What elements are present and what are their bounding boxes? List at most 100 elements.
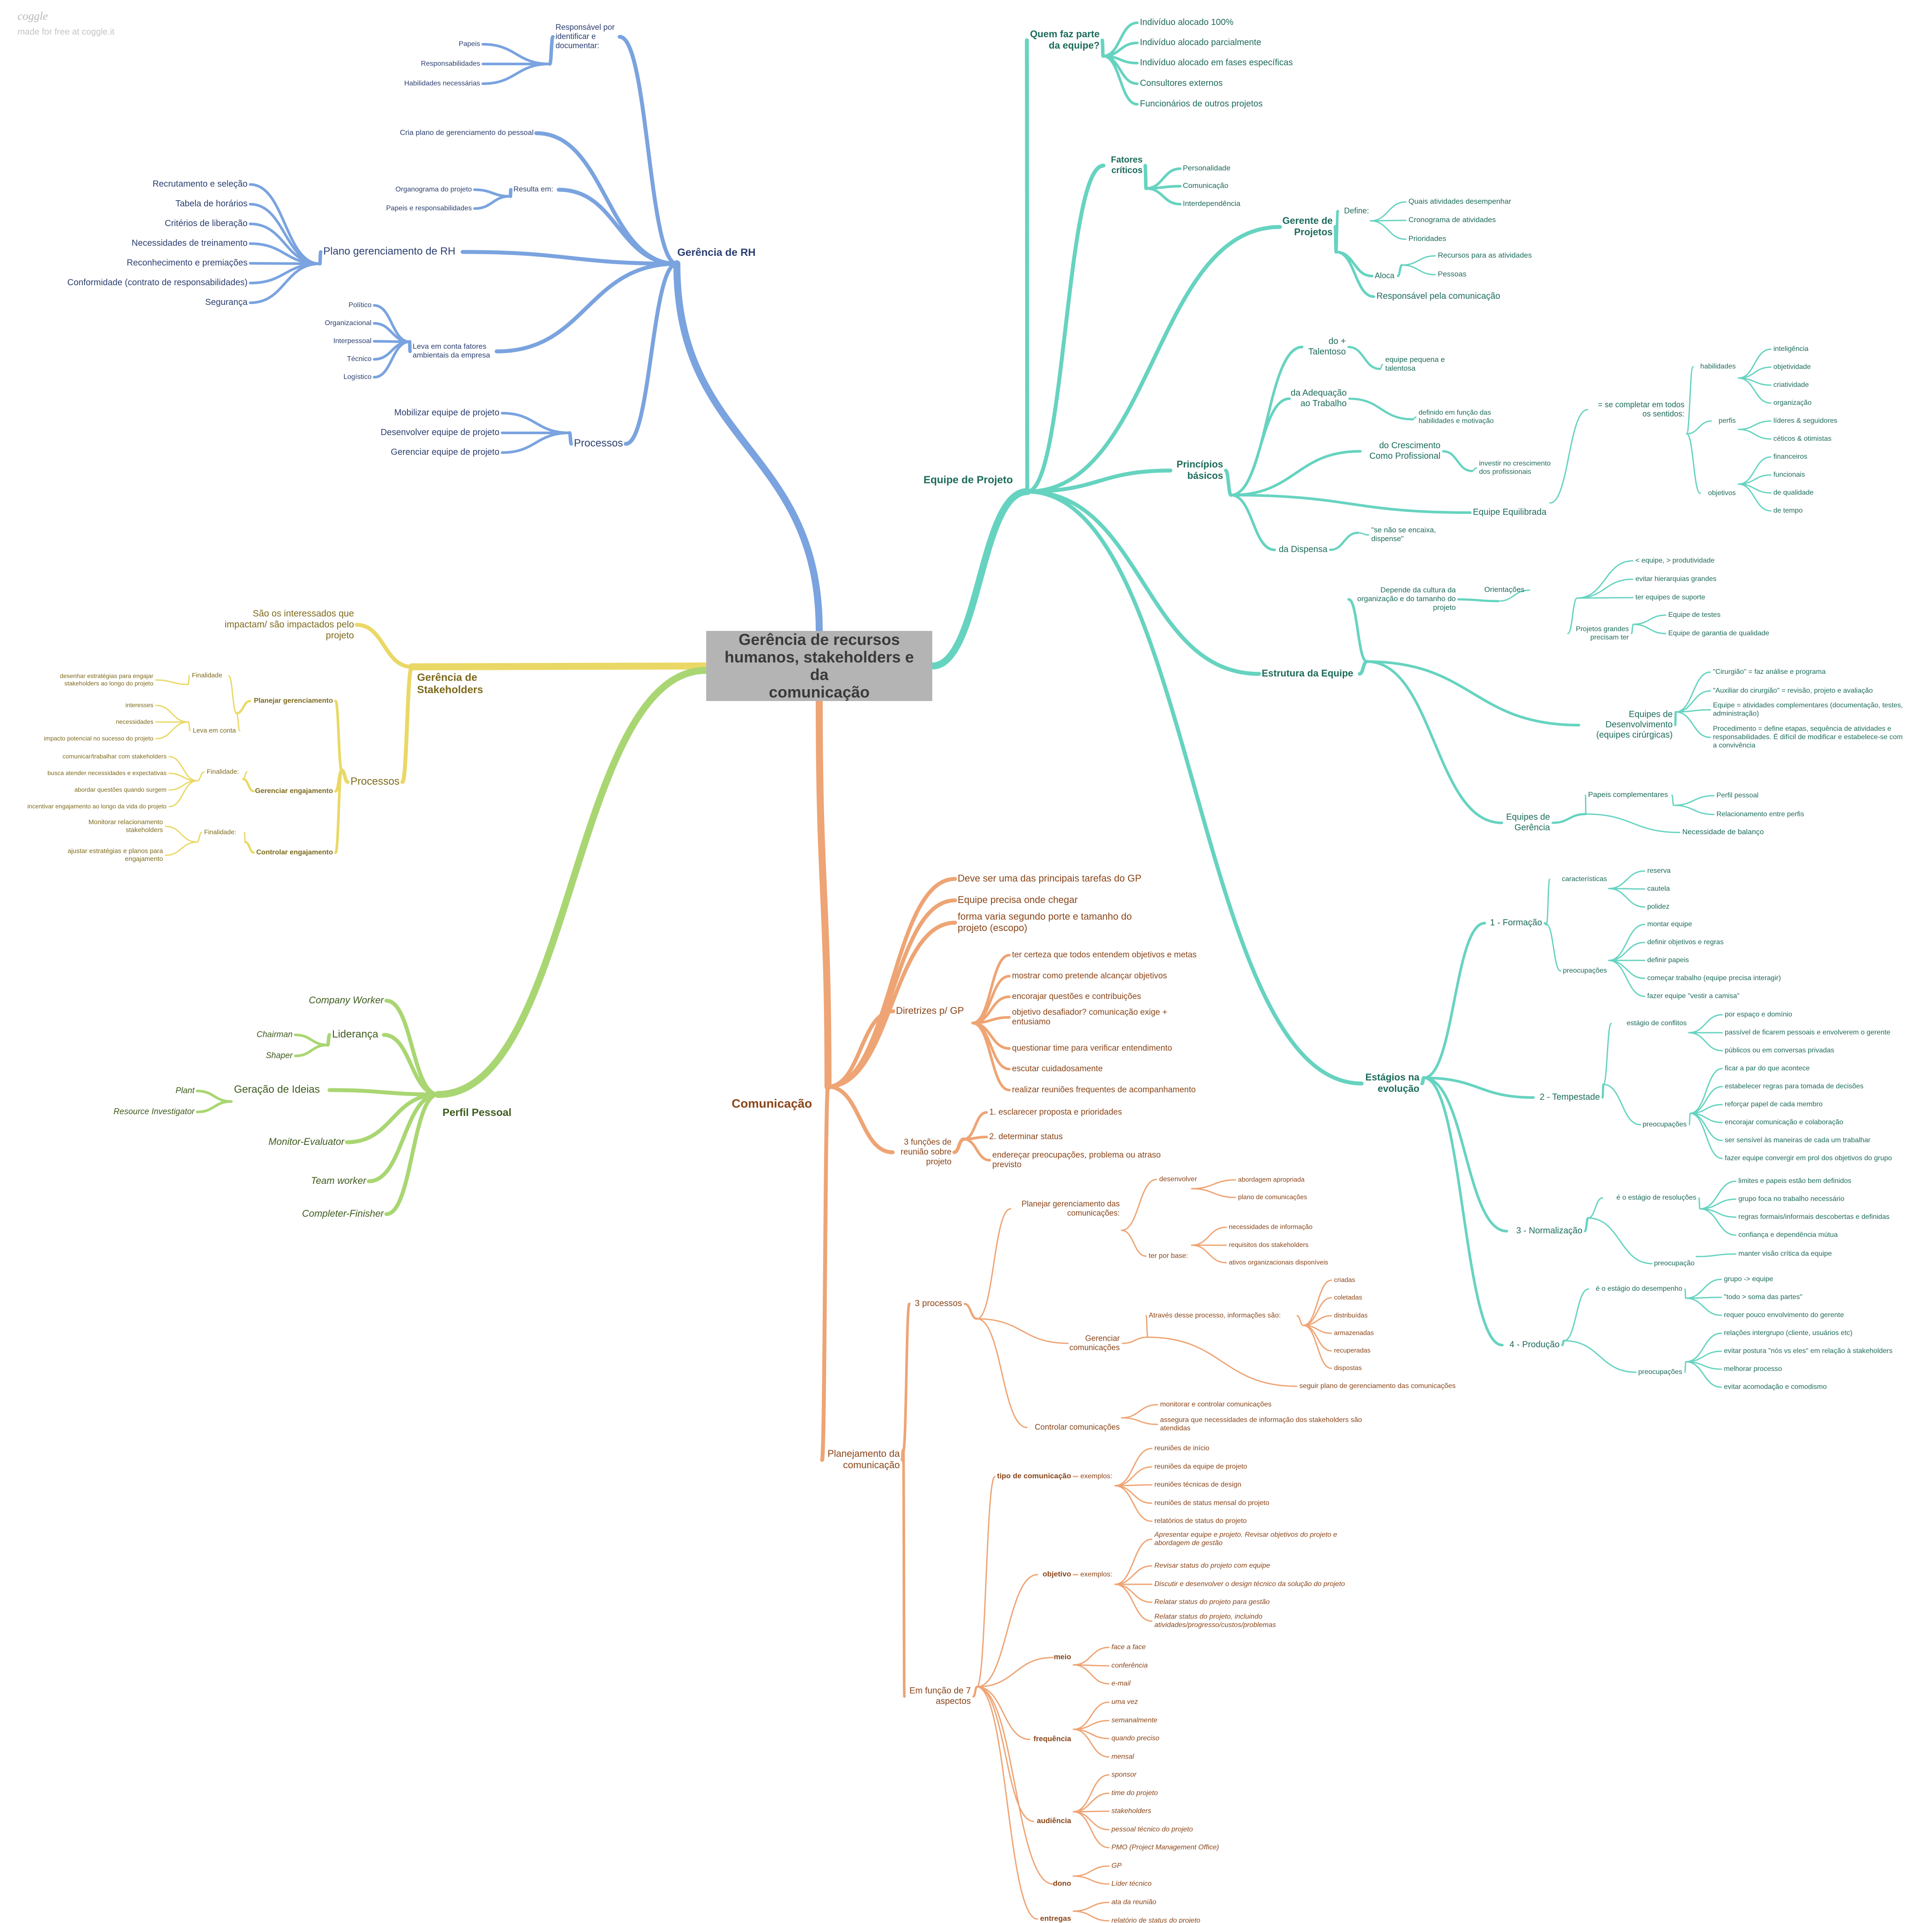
node-define[interactable]: Define: xyxy=(1344,206,1369,215)
node-processos[interactable]: Processos xyxy=(350,776,400,787)
node-requer-pouco-envolvimento-do-gerente[interactable]: requer pouco envolvimento do gerente xyxy=(1724,1311,1844,1319)
node-impacto-potencial-no-sucesso-do-projeto[interactable]: impacto potencial no sucesso do projeto xyxy=(44,735,153,742)
node-busca-atender-necessidades-e-expectativa[interactable]: busca atender necessidades e expectativa… xyxy=(47,769,166,776)
node-individuo-alocado-parcialmente[interactable]: Indivíduo alocado parcialmente xyxy=(1140,38,1261,47)
node-e-o-estagio-de-resolucoes[interactable]: é o estágio de resoluções xyxy=(1617,1194,1696,1201)
node-ata-da-reuniao[interactable]: ata da reunião xyxy=(1111,1898,1156,1906)
node-seguranca[interactable]: Segurança xyxy=(205,297,248,307)
node-audiencia[interactable]: audiência xyxy=(1037,1817,1072,1825)
node-mobilizar-equipe-de-projeto[interactable]: Mobilizar equipe de projeto xyxy=(394,408,499,418)
node-da-dispensa[interactable]: da Dispensa xyxy=(1279,545,1328,554)
node-resulta-em[interactable]: Resulta em: xyxy=(513,185,553,193)
node-responsavel-pela-comunicacao[interactable]: Responsável pela comunicação xyxy=(1376,291,1500,301)
node-lideranca[interactable]: Liderança xyxy=(332,1028,379,1040)
node-plant[interactable]: Plant xyxy=(176,1086,195,1095)
node-comunicacao[interactable]: Comunicação xyxy=(732,1097,812,1110)
node-leva-em-conta[interactable]: Leva em conta xyxy=(193,727,236,734)
node-time-do-projeto[interactable]: time do projeto xyxy=(1111,1789,1158,1797)
node-desenvolver[interactable]: desenvolver xyxy=(1159,1176,1197,1183)
node-plano-gerenciamento-de-rh[interactable]: Plano gerenciamento de RH xyxy=(323,245,456,257)
node-2-determinar-status[interactable]: 2. determinar status xyxy=(989,1132,1063,1141)
node-financeiros[interactable]: financeiros xyxy=(1773,453,1807,460)
node-necessidades-de-treinamento[interactable]: Necessidades de treinamento xyxy=(131,238,248,248)
node-reforcar-papel-de-cada-membro[interactable]: reforçar papel de cada membro xyxy=(1725,1101,1822,1108)
node-enderecar-preocupacoes-problema-ou-atras[interactable]: endereçar preocupações, problema ou atra… xyxy=(992,1151,1161,1169)
node-atraves-desse-processo-informacoes-sao[interactable]: Através desse processo, informações são: xyxy=(1149,1312,1281,1319)
node-comunicacao[interactable]: Comunicação xyxy=(1183,181,1228,190)
node-ter-por-base[interactable]: ter por base: xyxy=(1149,1252,1188,1260)
node-shaper[interactable]: Shaper xyxy=(266,1051,293,1060)
node-montar-equipe[interactable]: montar equipe xyxy=(1647,921,1692,928)
node-recuperadas[interactable]: recuperadas xyxy=(1334,1347,1370,1354)
node-stakeholders[interactable]: stakeholders xyxy=(1111,1807,1151,1815)
node-necessidade-de-balanco[interactable]: Necessidade de balanço xyxy=(1682,828,1764,836)
node-armazenadas[interactable]: armazenadas xyxy=(1334,1329,1374,1337)
node-organizacional[interactable]: Organizacional xyxy=(325,319,372,327)
node-criterios-de-liberacao[interactable]: Critérios de liberação xyxy=(165,219,248,228)
node-meio[interactable]: meio xyxy=(1054,1653,1071,1661)
node-organizacao[interactable]: organização xyxy=(1773,399,1812,407)
node-inteligencia[interactable]: inteligência xyxy=(1773,345,1808,353)
node-exemplos[interactable]: exemplos: xyxy=(1080,1571,1112,1578)
node-sponsor[interactable]: sponsor xyxy=(1111,1771,1137,1778)
node-aloca[interactable]: Aloca xyxy=(1375,271,1395,280)
node-dispostas[interactable]: dispostas xyxy=(1334,1364,1362,1372)
node-fazer-equipe-vestir-a-camisa[interactable]: fazer equipe "vestir a camisa" xyxy=(1647,992,1740,1000)
node-interpessoal[interactable]: Interpessoal xyxy=(333,337,372,345)
node-tipo-de-comunicacao[interactable]: tipo de comunicação xyxy=(997,1472,1071,1480)
node-dono[interactable]: dono xyxy=(1053,1879,1071,1888)
node-recursos-para-as-atividades[interactable]: Recursos para as atividades xyxy=(1438,251,1532,259)
node-pessoas[interactable]: Pessoas xyxy=(1438,270,1466,278)
node-funcionarios-de-outros-projetos[interactable]: Funcionários de outros projetos xyxy=(1140,99,1263,109)
node-e-o-estagio-do-desempenho[interactable]: é o estágio do desempenho xyxy=(1596,1285,1683,1293)
node-finalidade[interactable]: Finalidade: xyxy=(207,768,239,776)
node-responsabilidades[interactable]: Responsabilidades xyxy=(421,60,480,67)
node-face-a-face[interactable]: face a face xyxy=(1111,1643,1146,1651)
node-objetividade[interactable]: objetividade xyxy=(1773,363,1811,371)
node-preocupacoes[interactable]: preocupações xyxy=(1638,1368,1682,1376)
node-grupo-equipe[interactable]: grupo -> equipe xyxy=(1724,1275,1773,1283)
node-necessidades[interactable]: necessidades xyxy=(116,718,153,725)
node-coletadas[interactable]: coletadas xyxy=(1334,1294,1362,1301)
node-se-nao-se-encaixa-dispense[interactable]: "se não se encaixa,dispense" xyxy=(1371,526,1436,543)
node-seguir-plano-de-gerenciamento-das-comuni[interactable]: seguir plano de gerenciamento das comuni… xyxy=(1299,1382,1456,1390)
node-interesses[interactable]: interesses xyxy=(125,701,153,708)
node-reconhecimento-e-premiacoes[interactable]: Reconhecimento e premiações xyxy=(127,258,248,268)
node-reunioes-de-inicio[interactable]: reuniões de início xyxy=(1154,1445,1210,1452)
node-relatorio-de-status-do-projeto[interactable]: relatório de status do projeto xyxy=(1111,1917,1200,1923)
node-definir-papeis[interactable]: definir papeis xyxy=(1647,956,1689,964)
node-controlar-engajamento[interactable]: Controlar engajamento xyxy=(256,849,333,856)
node-procedimento-define-etapas-sequencia-de-[interactable]: Procedimento = define etapas, sequência … xyxy=(1713,725,1903,749)
node-deve-ser-uma-das-principais-tarefas-do-g[interactable]: Deve ser uma das principais tarefas do G… xyxy=(958,873,1141,884)
node-definir-objetivos-e-regras[interactable]: definir objetivos e regras xyxy=(1647,938,1723,946)
node-processos[interactable]: Processos xyxy=(574,437,623,449)
node-2-tempestade[interactable]: 2 - Tempestade xyxy=(1540,1092,1600,1102)
node-encorajar-comunicacao-e-colaboracao[interactable]: encorajar comunicação e colaboração xyxy=(1725,1119,1843,1126)
node-controlar-comunicacoes[interactable]: Controlar comunicações xyxy=(1035,1423,1120,1431)
node-de-tempo[interactable]: de tempo xyxy=(1773,507,1803,514)
node-publicos-ou-em-conversas-privadas[interactable]: públicos ou em conversas privadas xyxy=(1725,1047,1834,1054)
node-comunicar-trabalhar-com-stakeholders[interactable]: comunicar/trabalhar com stakeholders xyxy=(63,753,166,760)
node-melhorar-processo[interactable]: melhorar processo xyxy=(1724,1365,1782,1373)
node-politico[interactable]: Político xyxy=(349,301,372,309)
node-abordagem-apropriada[interactable]: abordagem apropriada xyxy=(1238,1176,1305,1183)
node-uma-vez[interactable]: uma vez xyxy=(1111,1698,1138,1706)
node-equipe-de-projeto[interactable]: Equipe de Projeto xyxy=(924,474,1013,486)
node-finalidade[interactable]: Finalidade xyxy=(192,672,222,679)
node-conferencia[interactable]: conferência xyxy=(1111,1662,1148,1669)
node-cronograma-de-atividades[interactable]: Cronograma de atividades xyxy=(1408,216,1496,224)
node-3-normalizacao[interactable]: 3 - Normalização xyxy=(1516,1226,1582,1236)
node-gerencia-de-rh[interactable]: Gerência de RH xyxy=(677,247,756,259)
node-passivel-de-ficarem-pessoais-e-envolvere[interactable]: passível de ficarem pessoais e envolvere… xyxy=(1725,1029,1890,1036)
node-individuo-alocado-100[interactable]: Indivíduo alocado 100% xyxy=(1140,18,1234,27)
